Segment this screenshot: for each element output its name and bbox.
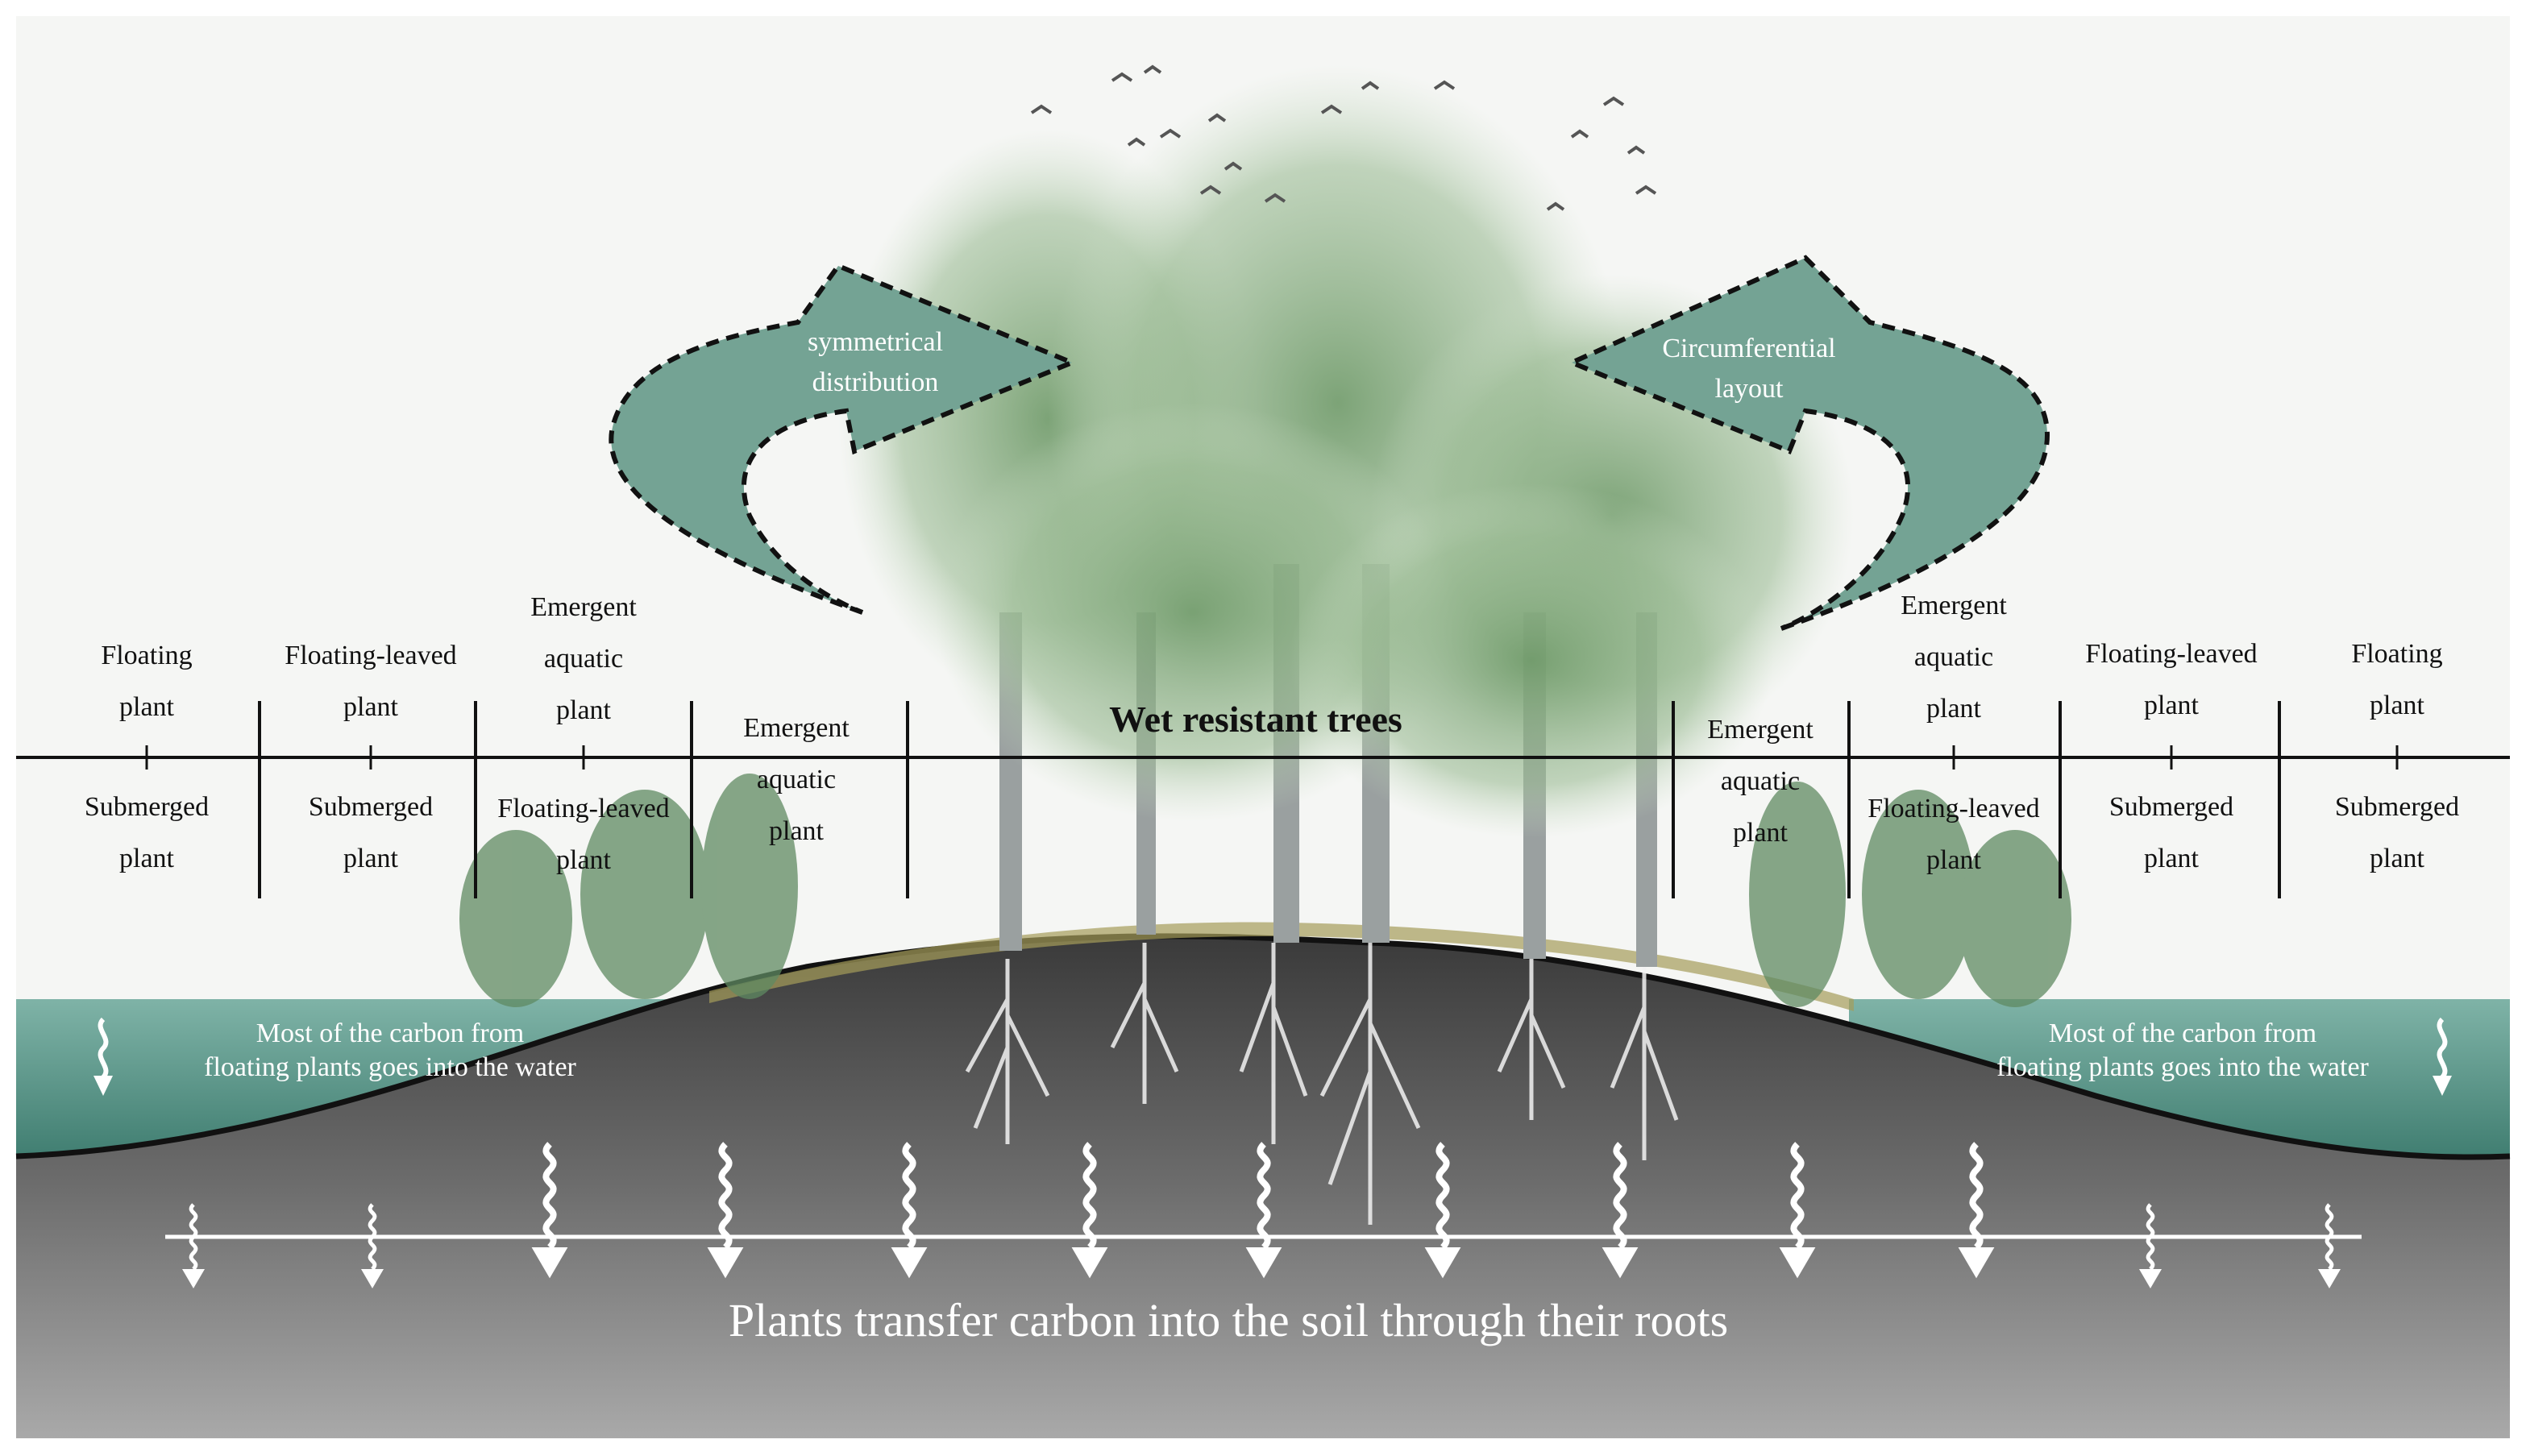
water-carbon-arrow-left bbox=[93, 1017, 113, 1096]
right-arrow-label: Circumferential layout bbox=[1662, 329, 1835, 409]
label-line: plant bbox=[343, 844, 398, 873]
bottom-label-floating-leaved-right: Floating-leaved plant bbox=[1867, 783, 2039, 886]
label-line: Floating-leaved bbox=[2085, 639, 2258, 669]
top-label-floating-right: Floating plant bbox=[2351, 628, 2442, 732]
label-line: plant bbox=[343, 692, 398, 722]
label-line: Floating-leaved bbox=[1867, 794, 2040, 823]
bottom-label-emergent-left: Emergent aquatic plant bbox=[743, 703, 850, 857]
label-line: aquatic bbox=[543, 644, 624, 674]
top-label-floating-left: Floating plant bbox=[101, 630, 192, 733]
center-title: Wet resistant trees bbox=[1109, 699, 1402, 740]
left-arrow-label-line: symmetrical bbox=[807, 327, 944, 357]
water-text-line: Most of the carbon from bbox=[2048, 1018, 2317, 1048]
label-line: Submerged bbox=[2108, 792, 2234, 822]
bottom-label-submerged-4: Submerged plant bbox=[2335, 782, 2459, 885]
left-arrow-label-line: distribution bbox=[812, 367, 939, 397]
label-line: Submerged bbox=[308, 792, 434, 822]
right-curved-arrow bbox=[1565, 255, 2050, 631]
carbon-arrow bbox=[361, 1203, 384, 1288]
label-line: Emergent bbox=[1707, 715, 1813, 745]
birds bbox=[1030, 64, 1657, 211]
label-line: plant bbox=[2144, 844, 2199, 873]
left-vegetation bbox=[459, 774, 798, 1007]
label-line: plant bbox=[1926, 845, 1981, 875]
carbon-arrow bbox=[2318, 1203, 2341, 1288]
label-line: Emergent bbox=[530, 592, 637, 622]
bottom-label-floating-leaved-left: Floating-leaved plant bbox=[497, 783, 669, 886]
right-arrow-label-line: layout bbox=[1714, 374, 1784, 404]
carbon-arrow bbox=[891, 1142, 928, 1279]
carbon-arrows bbox=[182, 1142, 2341, 1288]
top-label-emergent-left: Emergent aquatic plant bbox=[530, 582, 637, 736]
label-line: plant bbox=[556, 695, 611, 725]
top-label-floating-leaved-right: Floating-leaved plant bbox=[2085, 628, 2257, 732]
carbon-arrow bbox=[1245, 1142, 1282, 1279]
carbon-arrow bbox=[1071, 1142, 1108, 1279]
label-line: aquatic bbox=[1913, 642, 1994, 672]
right-arrow-label-line: Circumferential bbox=[1662, 334, 1836, 363]
carbon-arrow bbox=[707, 1142, 744, 1279]
carbon-arrow bbox=[182, 1203, 205, 1288]
water-text-right: Most of the carbon from floating plants … bbox=[1996, 1017, 2369, 1085]
label-line: plant bbox=[2370, 691, 2424, 720]
water-text-line: floating plants goes into the water bbox=[204, 1052, 576, 1082]
label-line: plant bbox=[769, 816, 824, 846]
carbon-arrow bbox=[2139, 1203, 2162, 1288]
bottom-label-submerged-1: Submerged plant bbox=[85, 782, 209, 885]
label-line: Submerged bbox=[2334, 792, 2460, 822]
left-arrow-label: symmetrical distribution bbox=[808, 322, 943, 403]
grass-strip bbox=[709, 922, 1854, 1011]
tree-roots bbox=[965, 943, 1679, 1225]
label-line: Floating bbox=[2351, 639, 2443, 669]
left-curved-arrow bbox=[609, 263, 1078, 615]
label-line: Emergent bbox=[743, 713, 850, 743]
carbon-arrow bbox=[1779, 1142, 1816, 1279]
right-vegetation bbox=[1749, 782, 2071, 1007]
bottom-label-submerged-3: Submerged plant bbox=[2109, 782, 2233, 885]
zone-tick-marks bbox=[145, 745, 2399, 769]
water-carbon-arrow-right bbox=[2433, 1017, 2452, 1096]
bottom-label-emergent-right: Emergent aquatic plant bbox=[1707, 704, 1813, 859]
carbon-arrow bbox=[1602, 1142, 1639, 1279]
label-line: plant bbox=[2370, 844, 2424, 873]
label-line: Floating bbox=[101, 641, 193, 670]
ground-line bbox=[15, 933, 2511, 1160]
carbon-arrow bbox=[1958, 1142, 1995, 1279]
zone-dividers bbox=[258, 701, 2281, 898]
label-line: plant bbox=[556, 845, 611, 875]
water-text-line: Most of the carbon from bbox=[256, 1018, 525, 1048]
bottom-label-submerged-2: Submerged plant bbox=[309, 782, 433, 885]
carbon-arrow bbox=[1424, 1142, 1461, 1279]
top-label-emergent-right: Emergent aquatic plant bbox=[1901, 580, 2007, 735]
label-line: plant bbox=[2144, 691, 2199, 720]
water-text-line: floating plants goes into the water bbox=[1996, 1052, 2369, 1082]
label-line: plant bbox=[119, 844, 174, 873]
label-line: Emergent bbox=[1901, 591, 2007, 620]
label-line: aquatic bbox=[756, 765, 837, 794]
label-line: plant bbox=[1733, 818, 1788, 848]
label-line: Floating-leaved bbox=[497, 794, 670, 823]
label-line: Submerged bbox=[84, 792, 210, 822]
label-line: aquatic bbox=[1720, 766, 1801, 796]
soil-mass bbox=[16, 935, 2510, 1438]
label-line: plant bbox=[119, 692, 174, 722]
soil-text: Plants transfer carbon into the soil thr… bbox=[728, 1294, 1729, 1346]
label-line: Floating-leaved bbox=[285, 641, 457, 670]
water-text-left: Most of the carbon from floating plants … bbox=[204, 1017, 576, 1085]
top-label-floating-leaved-left: Floating-leaved plant bbox=[285, 630, 456, 733]
carbon-arrow bbox=[531, 1142, 568, 1279]
label-line: plant bbox=[1926, 694, 1981, 724]
